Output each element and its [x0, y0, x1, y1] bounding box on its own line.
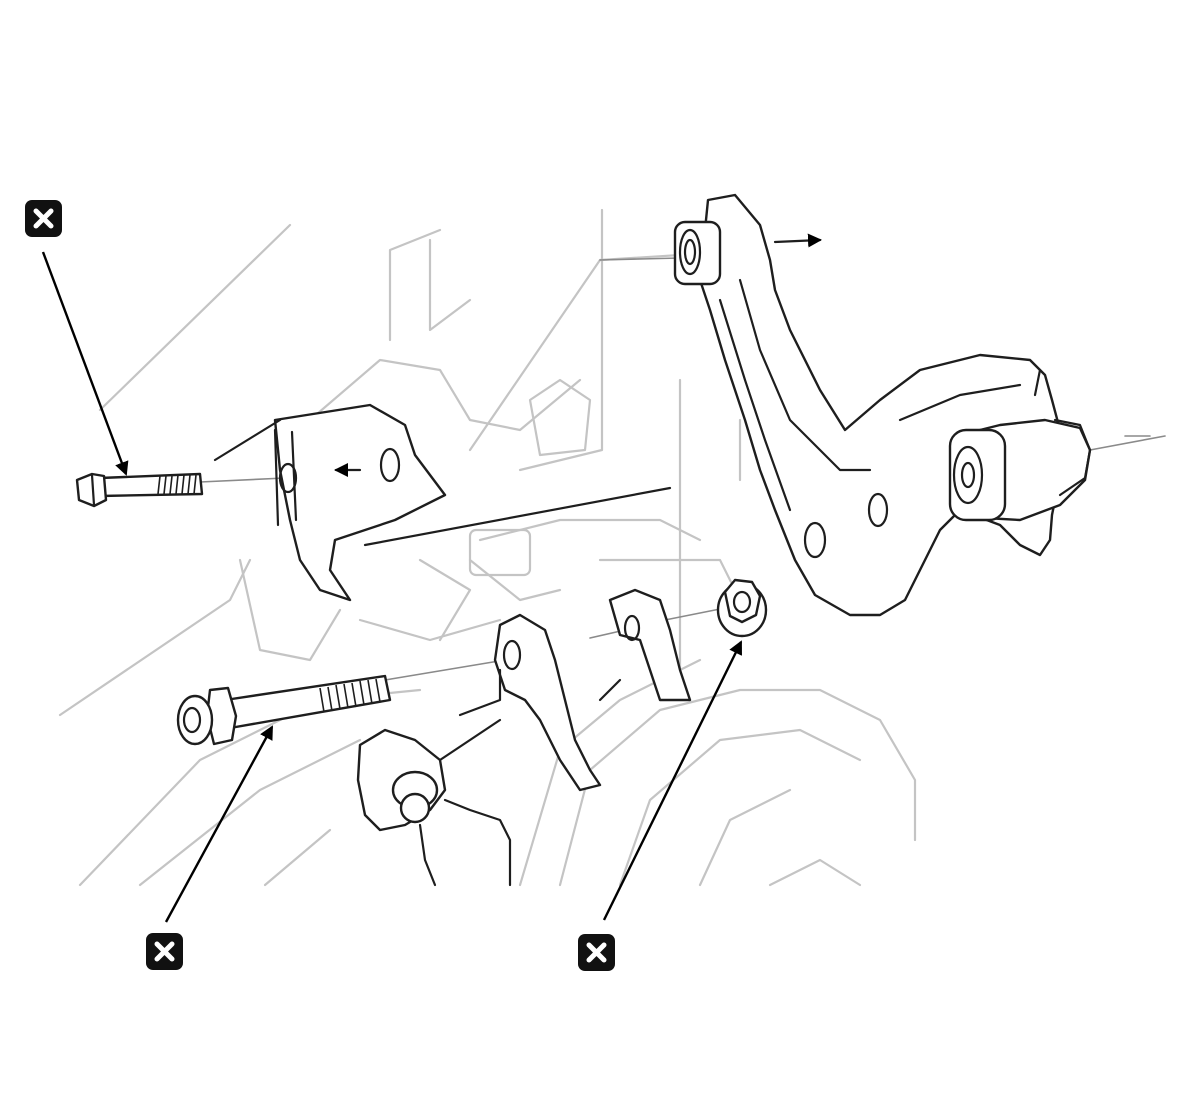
knuckle-clevis	[458, 588, 692, 792]
upper-flange-bolt	[75, 472, 204, 508]
upper-control-arm	[673, 193, 1151, 617]
callout-leaders	[41, 251, 743, 923]
flange-nut	[716, 578, 768, 638]
replace-part-icon	[146, 933, 183, 970]
subframe-bracket	[213, 403, 672, 602]
replace-part-icon	[578, 934, 615, 971]
lower-flange-bolt	[176, 674, 392, 746]
replace-part-icon	[25, 200, 62, 237]
background-body-outline	[58, 208, 917, 887]
stabilizer-link	[356, 718, 512, 887]
